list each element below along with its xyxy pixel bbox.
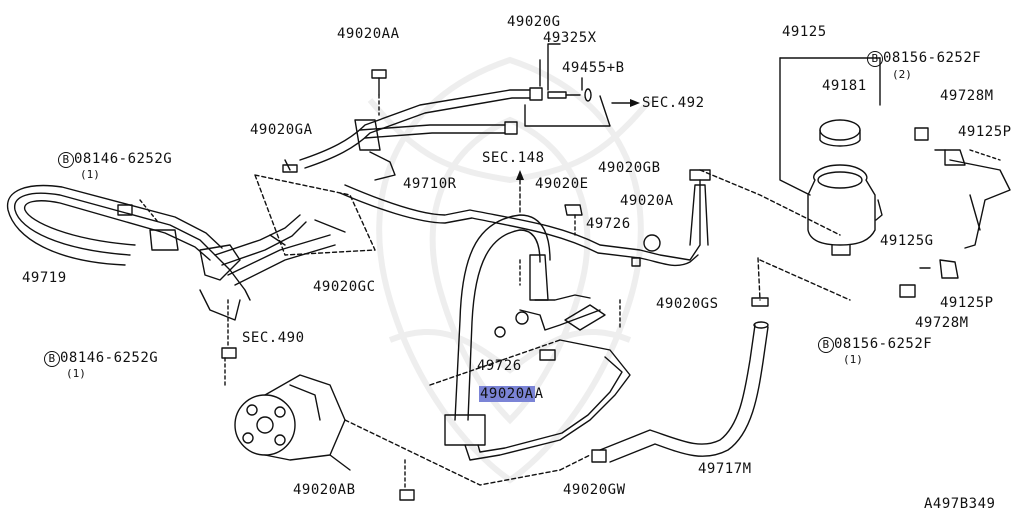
label-49125: 49125 [782,24,827,40]
pump-drawing [234,374,351,471]
label-sec490: SEC.490 [242,330,305,346]
label-bolt2-qty: (1) [80,168,100,181]
label-bolt-08146-6252G-lower: 08146-6252G [60,350,159,366]
highlight-suffix: A [534,386,544,402]
label-49710R: 49710R [403,176,457,192]
diagram-id: A497B349 [924,496,996,510]
label-49726-bottom: 49726 [477,358,522,374]
label-49125P-bottom: 49125P [940,295,994,311]
label-sec492: SEC.492 [642,95,705,111]
reservoir [807,164,876,246]
hose-49717M [599,324,756,451]
label-49125G: 49125G [880,233,934,249]
label-sec148: SEC.148 [482,150,545,166]
label-49020GC: 49020GC [313,279,376,295]
line-49710R [344,179,701,261]
cooler-pipe [14,192,251,301]
label-bolt3-qty: (1) [66,367,86,380]
highlighted-part-number[interactable]: 49020A [479,386,535,402]
label-bolt-08156-6252F-top: 08156-6252F [883,50,982,66]
label-49719: 49719 [22,270,67,286]
label-bolt1-qty: (2) [892,68,912,81]
label-bolt4-qty: (1) [843,353,863,366]
upper-pressure-line [299,89,531,161]
bolt-symbol-b: B [867,51,883,67]
label-bolt-08156-6252F-bottom: 08156-6252F [834,336,933,352]
label-49020GW: 49020GW [563,482,626,498]
bolt-symbol-b: B [58,152,74,168]
loop-hose [454,214,551,421]
label-49020AA-highlighted[interactable]: 49020AA [479,386,544,402]
label-49717M: 49717M [698,461,752,477]
label-49325X: 49325X [543,30,597,46]
label-49125P-top: 49125P [958,124,1012,140]
label-49181: 49181 [822,78,867,94]
label-49020GS: 49020GS [656,296,719,312]
label-49020GA: 49020GA [250,122,313,138]
bolt-symbol-b: B [818,337,834,353]
label-49020G: 49020G [507,14,561,30]
label-bolt-08146-6252G-upper: 08146-6252G [74,151,173,167]
label-49020AB: 49020AB [293,482,356,498]
upper-return-line [359,124,506,131]
label-49020GB: 49020GB [598,160,661,176]
watermark-emblem [367,56,653,484]
bolt-symbol-b: B [44,351,60,367]
label-49455B: 49455+B [562,60,625,76]
label-49020AA: 49020AA [337,26,400,42]
label-49728M-bottom: 49728M [915,315,969,331]
label-49728M-top: 49728M [940,88,994,104]
label-49726-top: 49726 [586,216,631,232]
label-49020E: 49020E [535,176,589,192]
label-49020A: 49020A [620,193,674,209]
